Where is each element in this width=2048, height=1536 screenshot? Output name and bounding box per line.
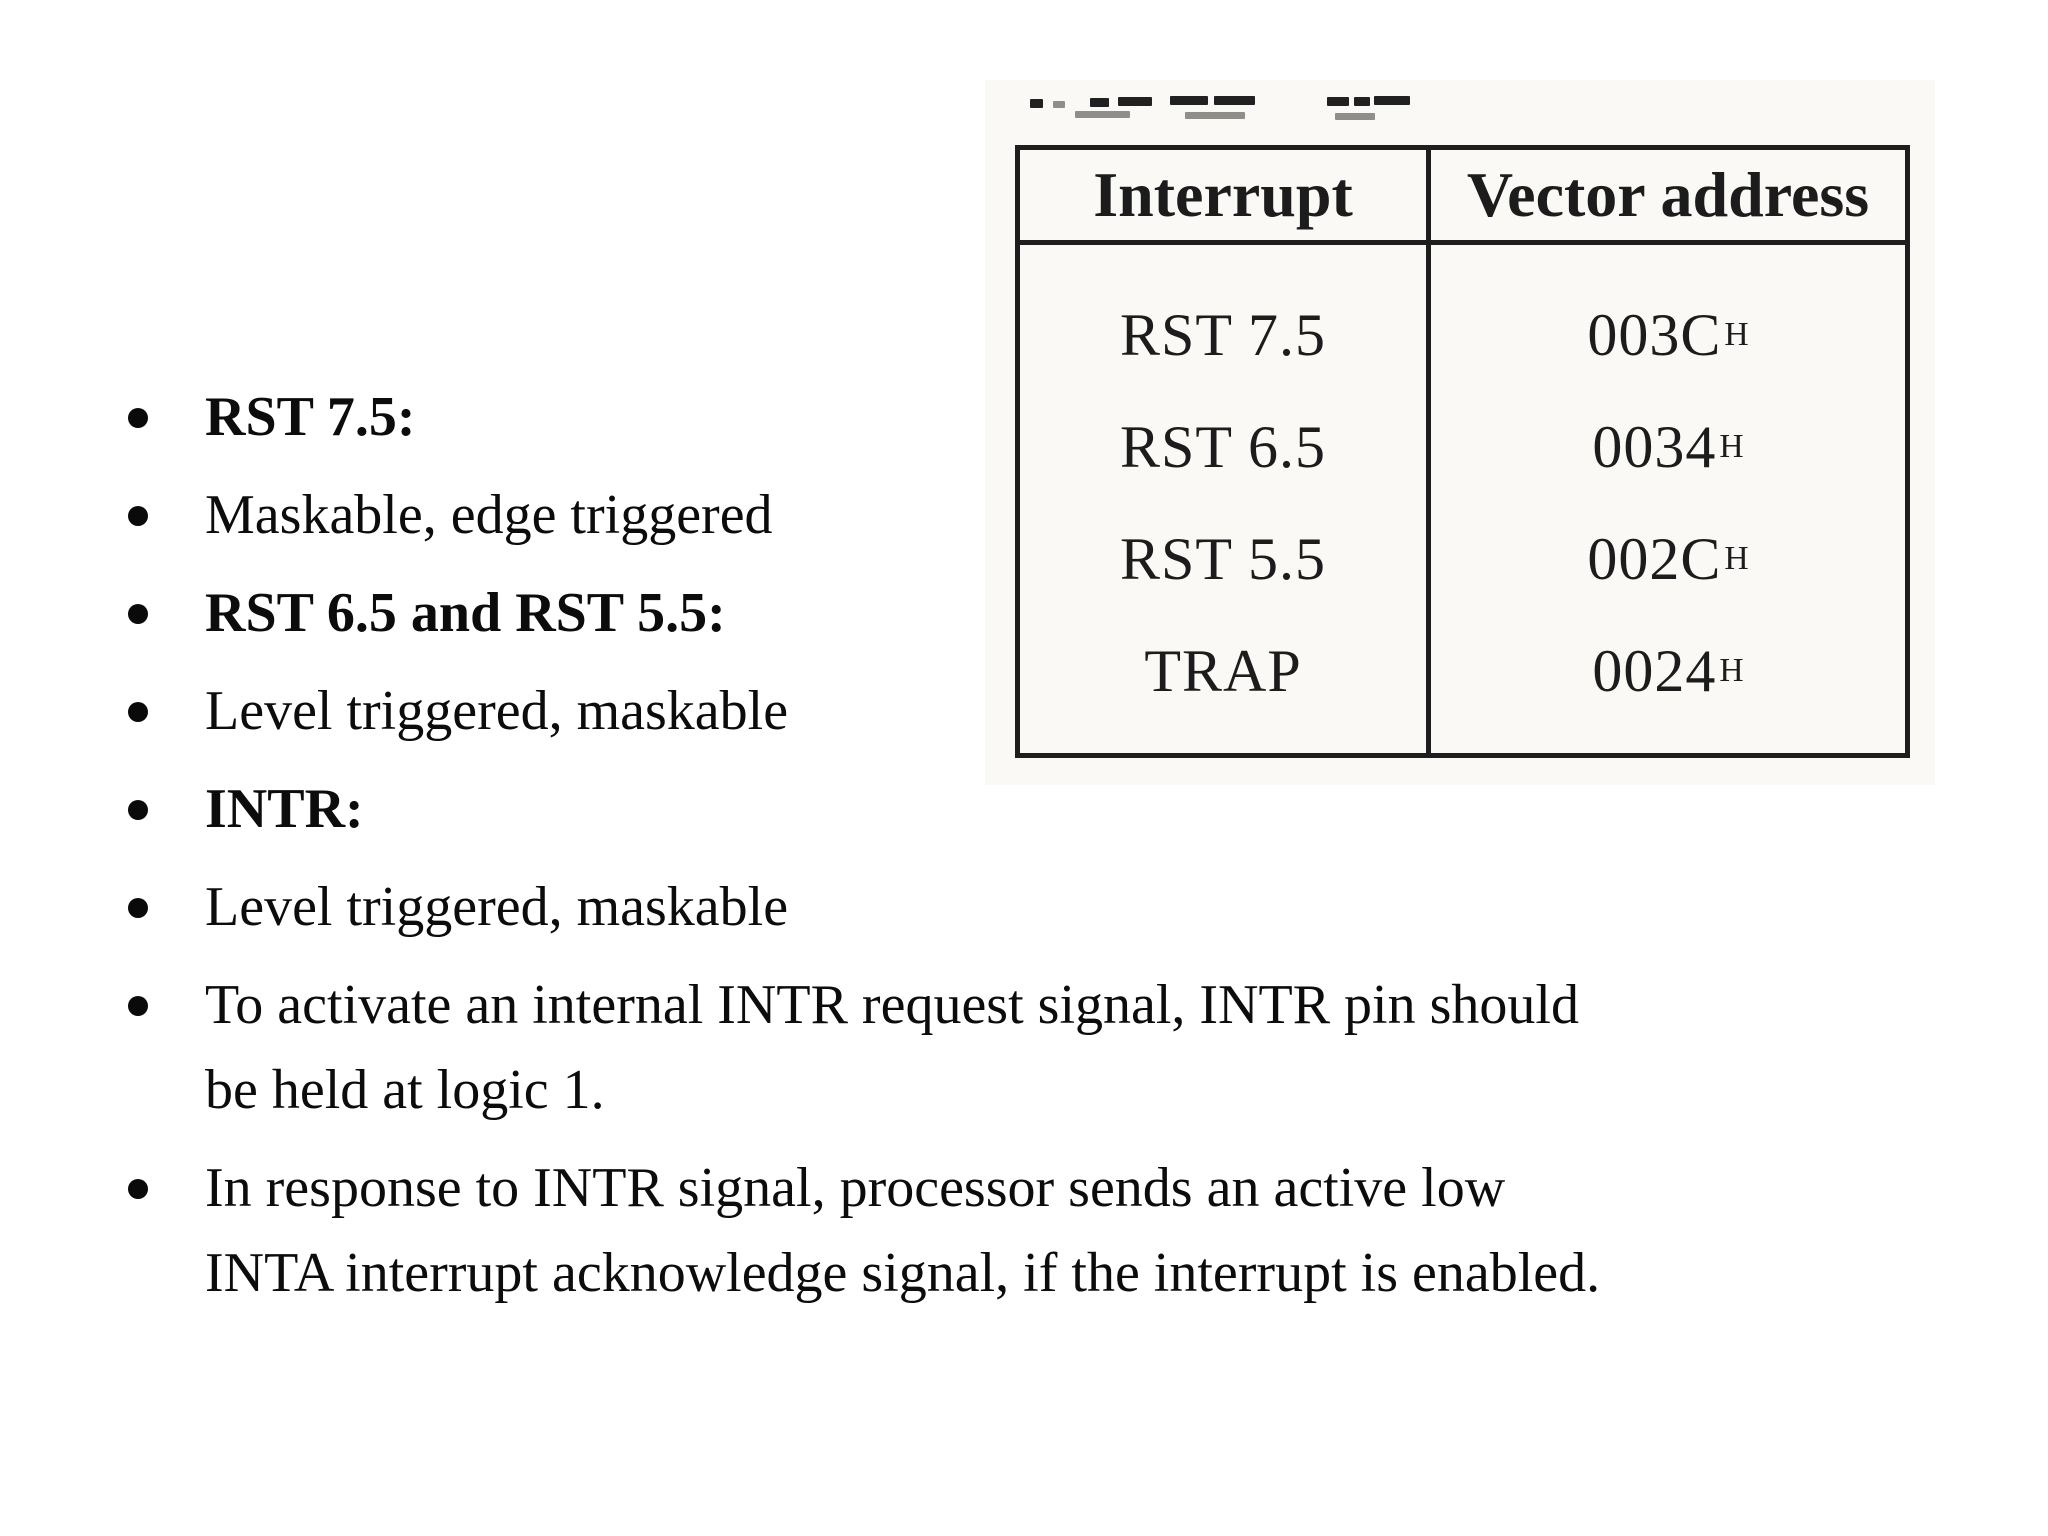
table-cell-interrupt-rst75: RST 7.5: [1120, 301, 1326, 368]
bullet-text-line1: In response to INTR signal, processor se…: [205, 1157, 1506, 1219]
bullet-text: RST 6.5 and RST 5.5:: [205, 582, 726, 644]
vector-value: 003C: [1587, 301, 1722, 368]
bullet-text: INTR:: [205, 778, 364, 840]
vector-value: 002C: [1587, 525, 1722, 592]
table-header-vector-address: Vector address: [1426, 150, 1905, 245]
table-column-interrupt: RST 7.5 RST 6.5 RST 5.5 TRAP: [1020, 245, 1426, 753]
scan-dash: [1354, 97, 1370, 106]
scan-artifact-dashes: [985, 96, 1935, 126]
bullet-item-intr-activation: To activate an internal INTR request sig…: [128, 963, 1928, 1133]
scan-dash: [1053, 101, 1065, 108]
bullet-text: Maskable, edge triggered: [205, 484, 773, 546]
table-cell-interrupt-trap: TRAP: [1144, 637, 1302, 704]
table-header-interrupt: Interrupt: [1020, 150, 1426, 245]
scan-dash: [1327, 97, 1349, 106]
scan-dash: [1214, 96, 1255, 105]
scan-dash: [1374, 96, 1410, 105]
scan-dash: [1185, 112, 1245, 119]
bullet-text: Level triggered, maskable: [205, 680, 789, 742]
hex-subscript: H: [1719, 428, 1744, 465]
scanned-table-region: Interrupt Vector address RST 7.5 RST 6.5…: [985, 80, 1935, 785]
table-cell-interrupt-rst65: RST 6.5: [1120, 413, 1326, 480]
vector-value: 0024: [1592, 637, 1717, 704]
interrupt-vector-table: Interrupt Vector address RST 7.5 RST 6.5…: [1015, 145, 1910, 758]
bullet-item-rst75-heading: RST 7.5:: [128, 375, 1928, 460]
scan-dash: [1335, 113, 1375, 120]
scan-dash: [1090, 98, 1109, 107]
hex-subscript: H: [1724, 316, 1749, 353]
bullet-text: Level triggered, maskable: [205, 876, 789, 938]
bullet-item-inta-response: In response to INTR signal, processor se…: [128, 1146, 1928, 1316]
bullet-text-line2: be held at logic 1.: [205, 1059, 605, 1121]
bullet-item-intr-desc: Level triggered, maskable: [128, 865, 1928, 950]
bullet-item-intr-heading: INTR:: [128, 767, 1928, 852]
scan-dash: [1075, 111, 1130, 118]
vector-value: 0034: [1592, 413, 1717, 480]
bullet-text: RST 7.5:: [205, 386, 416, 448]
scan-dash: [1118, 97, 1152, 106]
bullet-item-rst75-desc: Maskable, edge triggered: [128, 473, 1928, 558]
bullet-text-line1: To activate an internal INTR request sig…: [205, 974, 1579, 1036]
bullet-text-line2: INTA interrupt acknowledge signal, if th…: [205, 1242, 1601, 1304]
scan-dash: [1170, 96, 1208, 105]
bullet-item-rst65-55-desc: Level triggered, maskable: [128, 669, 1928, 754]
bullet-list: RST 7.5: Maskable, edge triggered RST 6.…: [128, 375, 1928, 1329]
bullet-item-rst65-55-heading: RST 6.5 and RST 5.5:: [128, 571, 1928, 656]
hex-subscript: H: [1724, 540, 1749, 577]
table-cell-interrupt-rst55: RST 5.5: [1120, 525, 1326, 592]
hex-subscript: H: [1719, 652, 1744, 689]
scan-dash: [1030, 99, 1043, 108]
